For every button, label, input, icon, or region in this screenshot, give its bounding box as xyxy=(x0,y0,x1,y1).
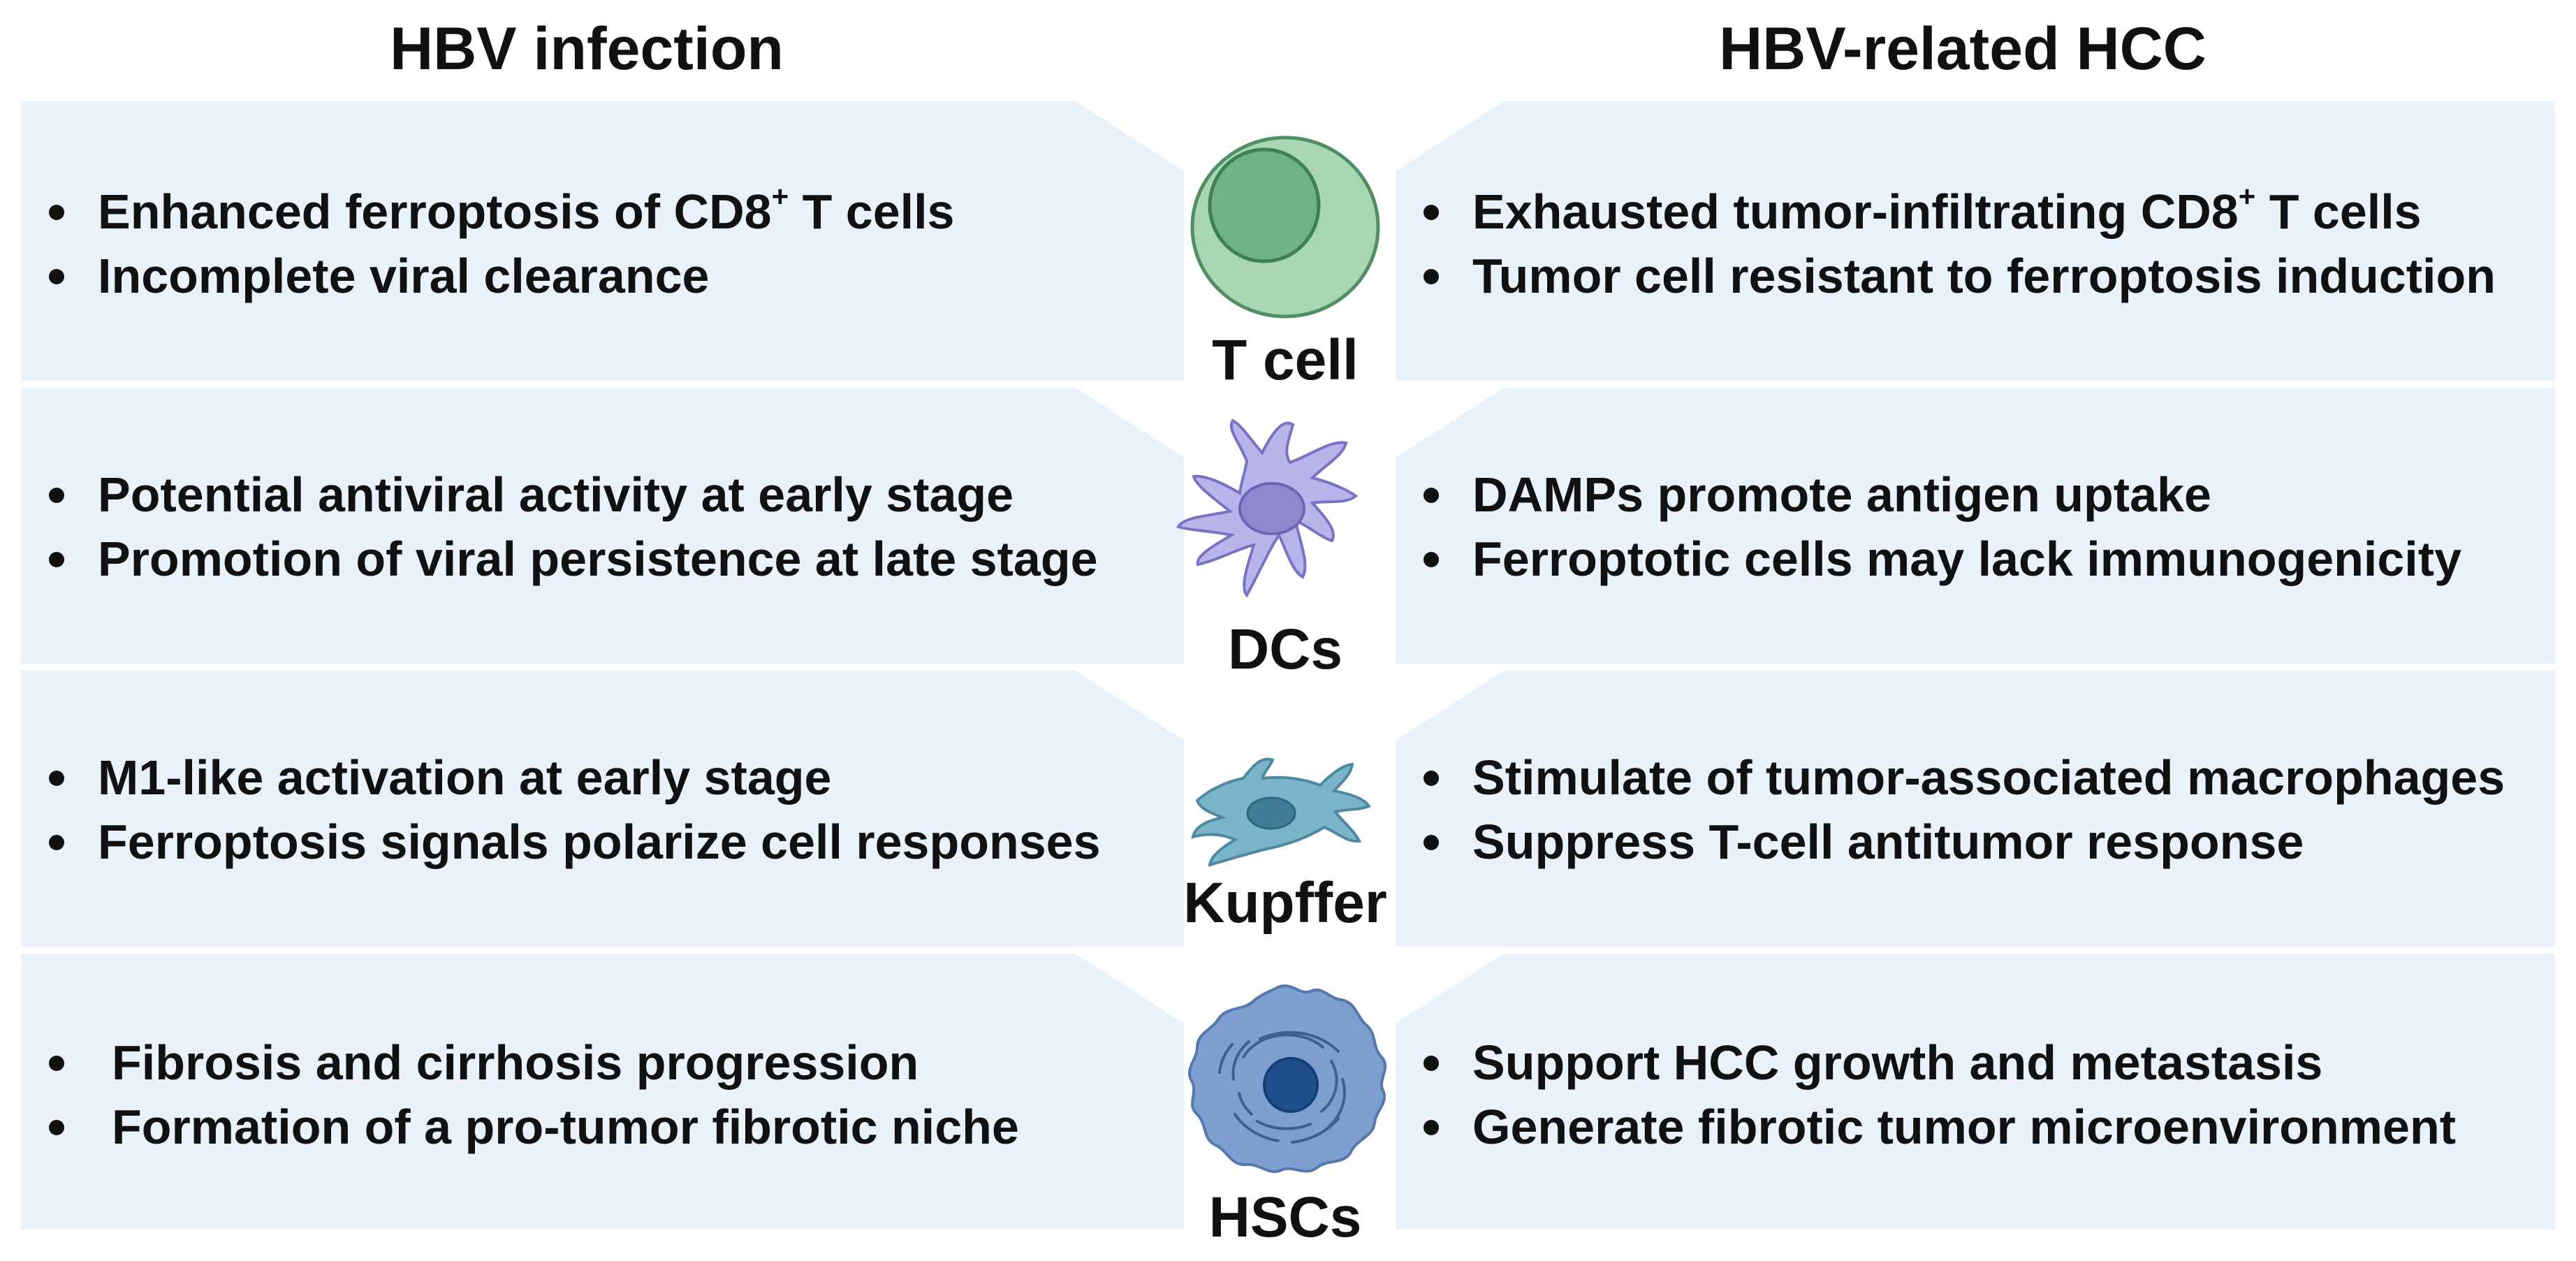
list-item: Stimulate of tumor-associated macrophage… xyxy=(1396,745,2505,810)
right-bullets-kupffer: Stimulate of tumor-associated macrophage… xyxy=(1396,745,2505,874)
right-column-header: HBV-related HCC xyxy=(1719,15,2207,82)
right-panel-hscs: Support HCC growth and metastasis Genera… xyxy=(1396,954,2555,1230)
list-item: DAMPs promote antigen uptake xyxy=(1396,462,2461,527)
list-item: Exhausted tumor-infiltrating CD8+ T cell… xyxy=(1396,180,2496,244)
list-item: Suppress T-cell antitumor response xyxy=(1396,810,2505,874)
list-item: Tumor cell resistant to ferroptosis indu… xyxy=(1396,244,2496,308)
list-item: Formation of a pro-tumor fibrotic niche xyxy=(21,1095,1019,1159)
list-item: M1-like activation at early stage xyxy=(21,745,1101,810)
left-panel-hscs: Fibrosis and cirrhosis progression Forma… xyxy=(21,954,1184,1230)
list-item: Ferroptotic cells may lack immunogenicit… xyxy=(1396,527,2461,591)
left-panel-t-cell: Enhanced ferroptosis of CD8+ T cells Inc… xyxy=(21,101,1184,381)
list-item: Promotion of viral persistence at late s… xyxy=(21,527,1098,591)
right-bullets-t-cell: Exhausted tumor-infiltrating CD8+ T cell… xyxy=(1396,180,2496,308)
right-bullets-dcs: DAMPs promote antigen uptake Ferroptotic… xyxy=(1396,462,2461,591)
kupffer-cell-icon xyxy=(1191,757,1372,867)
left-bullets-t-cell: Enhanced ferroptosis of CD8+ T cells Inc… xyxy=(21,180,954,308)
right-panel-dcs: DAMPs promote antigen uptake Ferroptotic… xyxy=(1396,388,2555,664)
left-panel-dcs: Potential antiviral activity at early st… xyxy=(21,388,1184,664)
right-panel-kupffer: Stimulate of tumor-associated macrophage… xyxy=(1396,671,2555,947)
t-cell-icon xyxy=(1190,136,1380,319)
dendritic-cell-icon xyxy=(1176,418,1359,598)
list-item: Potential antiviral activity at early st… xyxy=(21,462,1098,527)
left-panel-kupffer: M1-like activation at early stage Ferrop… xyxy=(21,671,1184,947)
list-item: Support HCC growth and metastasis xyxy=(1396,1030,2456,1095)
cell-label-dcs: DCs xyxy=(1227,618,1343,681)
cell-label-hscs: HSCs xyxy=(1208,1186,1362,1249)
list-item: Generate fibrotic tumor microenvironment xyxy=(1396,1095,2456,1159)
list-item: Ferroptosis signals polarize cell respon… xyxy=(21,810,1101,874)
left-bullets-hscs: Fibrosis and cirrhosis progression Forma… xyxy=(21,1030,1019,1159)
right-panel-t-cell: Exhausted tumor-infiltrating CD8+ T cell… xyxy=(1396,101,2555,381)
left-bullets-kupffer: M1-like activation at early stage Ferrop… xyxy=(21,745,1101,874)
left-bullets-dcs: Potential antiviral activity at early st… xyxy=(21,462,1098,591)
hepatic-stellate-cell-icon xyxy=(1188,984,1386,1173)
cell-label-t-cell: T cell xyxy=(1212,328,1359,392)
list-item: Enhanced ferroptosis of CD8+ T cells xyxy=(21,180,954,244)
list-item: Incomplete viral clearance xyxy=(21,244,954,308)
list-item: Fibrosis and cirrhosis progression xyxy=(21,1030,1019,1095)
left-column-header: HBV infection xyxy=(390,15,784,82)
right-bullets-hscs: Support HCC growth and metastasis Genera… xyxy=(1396,1030,2456,1159)
cell-label-kupffer: Kupffer xyxy=(1183,871,1387,935)
